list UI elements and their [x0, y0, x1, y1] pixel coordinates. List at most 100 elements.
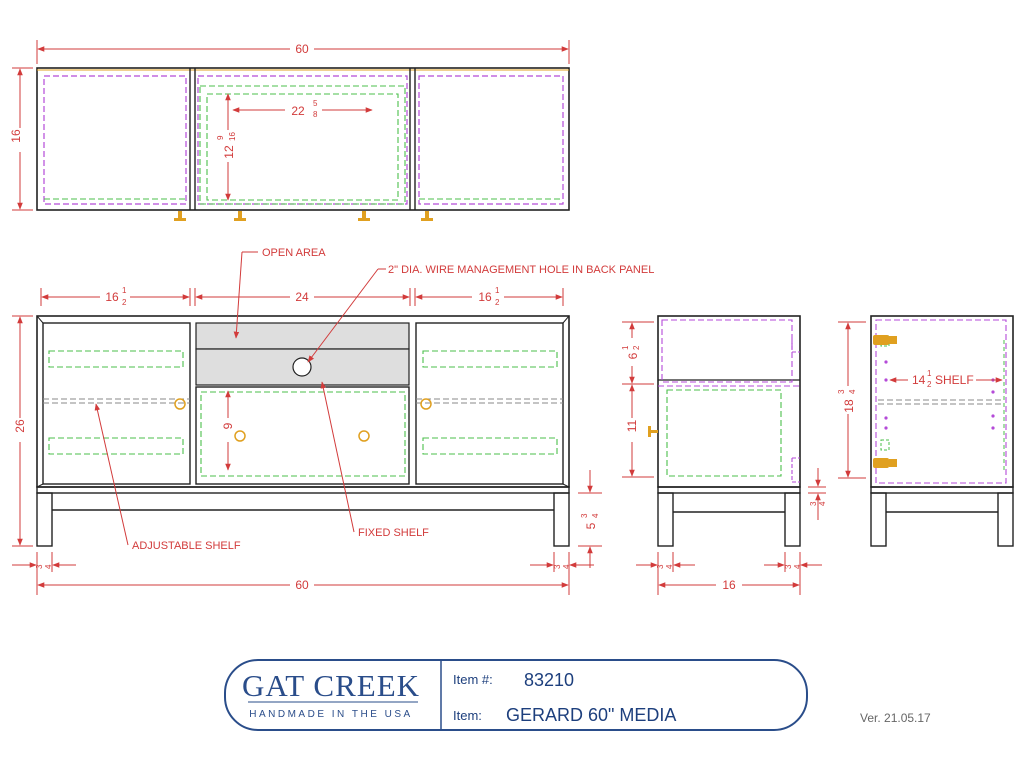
dim-leg-height-num: 3 [580, 513, 589, 518]
dim-side-rail-num: 3 [809, 501, 818, 506]
wire-hole [292, 357, 312, 377]
item-number-label: Item #: [453, 672, 493, 687]
hinge-icon [873, 458, 889, 468]
dim-inner-depth-den: 16 [228, 132, 237, 141]
knob-icon [174, 398, 186, 410]
dim-leg-inset-right-den: 4 [562, 564, 571, 569]
top-right-panel [418, 75, 564, 205]
callout-wire-hole: 2" DIA. WIRE MANAGEMENT HOLE IN BACK PAN… [388, 264, 654, 276]
hinge-icon [889, 336, 897, 344]
dim-side-upper: 6 [626, 352, 640, 359]
knob-icon [358, 430, 370, 442]
dim-right-section: 16 [478, 290, 492, 304]
brand-logo: GAT CREEK [242, 668, 420, 703]
dim-side-inset-left-num: 3 [656, 564, 665, 569]
knob-icon [234, 430, 246, 442]
dim-side-inset-left-den: 4 [665, 564, 674, 569]
shelf-pin-holes [884, 360, 995, 430]
side-interior-view [870, 315, 1014, 547]
left-upper-shelf [48, 350, 184, 368]
left-lower-shelf [48, 437, 184, 455]
dim-shelf-num: 1 [927, 369, 932, 378]
dim-side-upper-den: 2 [632, 345, 641, 350]
dim-right-section-num: 1 [495, 286, 500, 295]
top-pulls [174, 211, 433, 221]
side-leg-front [657, 492, 674, 547]
dim-cubby-height: 9 [221, 422, 235, 429]
pull-icon [648, 426, 651, 437]
side-view-dimensions [622, 321, 826, 595]
dim-height: 26 [13, 419, 27, 433]
front-view [36, 315, 570, 547]
dim-inner-width-den: 8 [313, 110, 318, 119]
dim-bottom-width: 60 [295, 578, 309, 592]
side-interior-dimensions [838, 321, 1003, 479]
dim-side-total-num: 3 [837, 389, 846, 394]
hinge-icons [873, 335, 897, 468]
dim-shelf-den: 2 [927, 380, 932, 389]
pull-icon [362, 211, 366, 219]
knob-icon [420, 398, 432, 410]
side-drawer [666, 389, 782, 477]
dim-side-upper-num: 1 [621, 345, 630, 350]
dim-side-total-den: 4 [848, 389, 857, 394]
top-center-shelf-inner [206, 93, 399, 201]
dim-side-lower: 11 [625, 419, 639, 432]
top-left-panel [43, 75, 187, 205]
dim-side-rail-den: 4 [818, 501, 827, 506]
interior-leg-right [997, 492, 1014, 547]
dim-side-inset-right-num: 3 [784, 564, 793, 569]
dim-top-width: 60 [295, 42, 309, 56]
brand-tagline: HANDMADE IN THE USA [249, 709, 412, 720]
pull-icon [178, 211, 182, 219]
callout-leaders [94, 251, 386, 546]
hinge-icon [889, 459, 897, 467]
dim-shelf-width: 14 [912, 373, 926, 387]
pull-icon [358, 218, 370, 221]
dim-left-section: 16 [105, 290, 119, 304]
open-area-panel [195, 322, 410, 350]
dim-leg-inset-left-num: 3 [35, 564, 44, 569]
dim-left-section-num: 1 [122, 286, 127, 295]
dim-left-section-den: 2 [122, 298, 127, 307]
hinge-icon [873, 335, 889, 345]
dim-leg-inset-right-num: 3 [553, 564, 562, 569]
dim-inner-depth-num: 9 [216, 135, 225, 140]
base-rail [36, 486, 570, 494]
pull-icon [421, 218, 433, 221]
top-view-outline [36, 67, 570, 211]
title-block: GAT CREEK HANDMADE IN THE USA Item #: 83… [224, 659, 808, 731]
pull-icon [234, 218, 246, 221]
dim-top-depth: 16 [9, 129, 23, 143]
item-number-value: 83210 [524, 670, 574, 690]
dim-side-inset-right-den: 4 [793, 564, 802, 569]
center-cabinet [195, 386, 410, 485]
dim-center-section: 24 [295, 290, 309, 304]
right-upper-shelf [422, 350, 558, 368]
pull-icon [174, 218, 186, 221]
callout-fixed-shelf: FIXED SHELF [358, 527, 429, 539]
center-drawer-box [200, 391, 406, 477]
dim-side-total: 18 [842, 399, 856, 413]
dim-inner-depth: 12 [222, 145, 236, 159]
top-view [36, 67, 570, 221]
callout-adjustable-shelf: ADJUSTABLE SHELF [132, 540, 241, 552]
top-view-dimensions [12, 40, 570, 211]
pull-icon [648, 430, 658, 433]
right-lower-shelf [422, 437, 558, 455]
side-outline [657, 315, 801, 488]
side-view [648, 315, 801, 547]
dim-inner-width: 22 [291, 104, 305, 118]
dim-leg-height-den: 4 [591, 513, 600, 518]
title-block-frame [224, 659, 808, 731]
dim-shelf-label: SHELF [935, 373, 974, 387]
side-upper-box [661, 319, 793, 383]
right-leg [553, 492, 570, 547]
interior-leg-left [870, 492, 887, 547]
top-center-shelf [199, 85, 406, 205]
item-name-label: Item: [453, 708, 482, 723]
version-label: Ver. 21.05.17 [860, 711, 931, 725]
left-leg [36, 492, 53, 547]
dim-side-depth: 16 [722, 578, 736, 592]
